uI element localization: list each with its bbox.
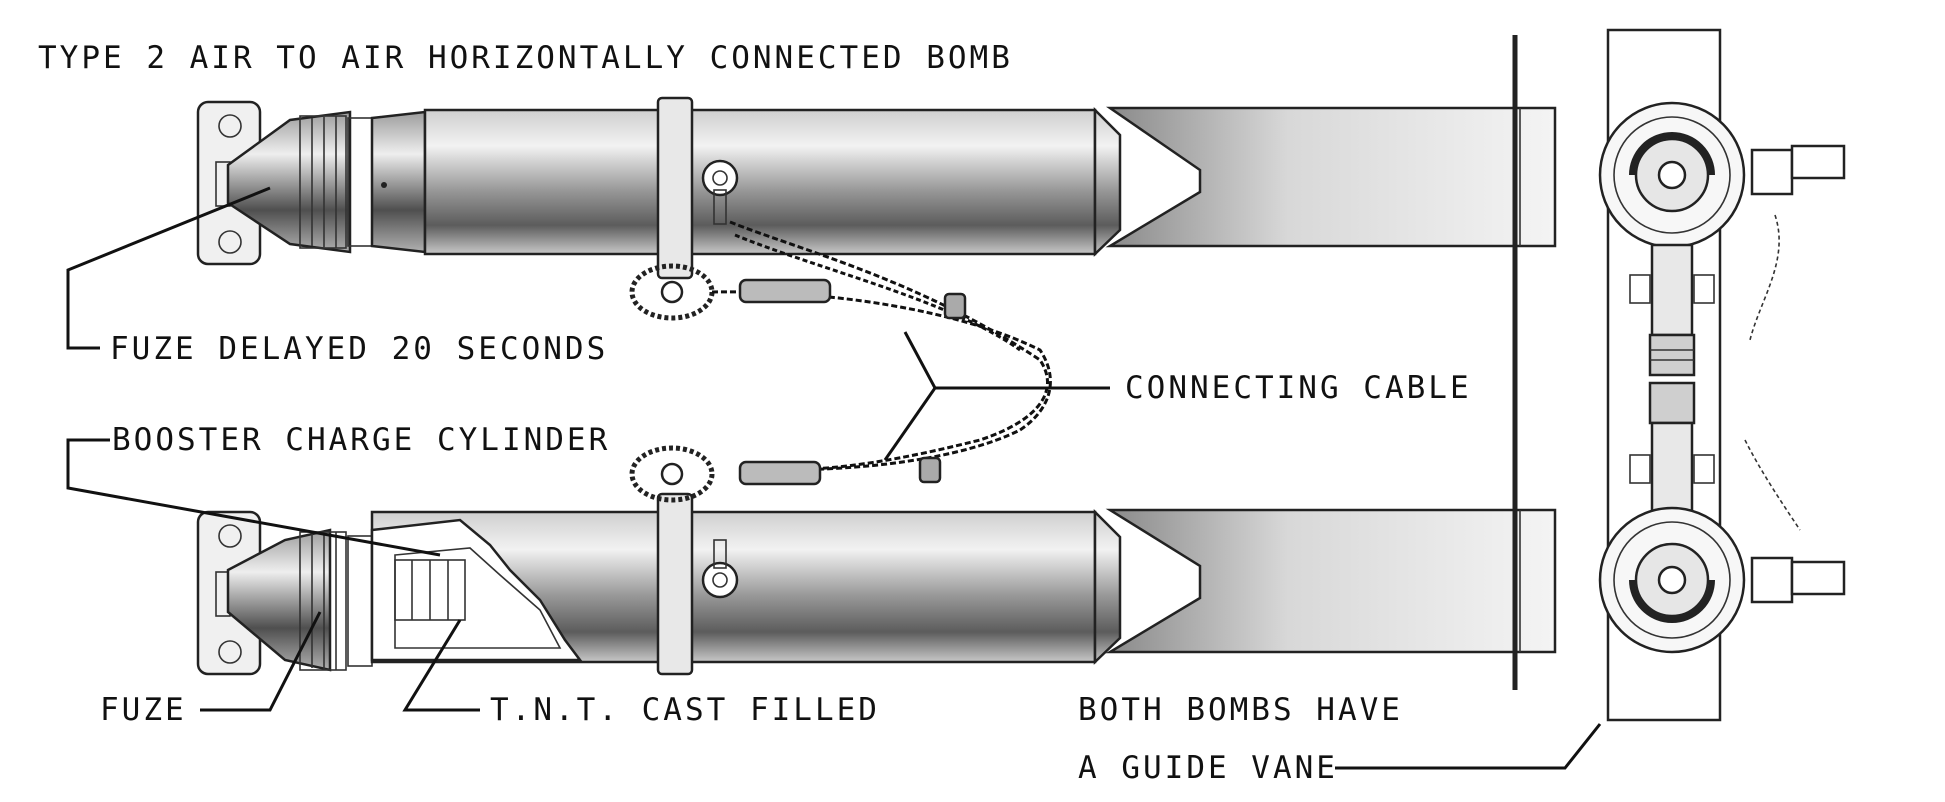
leader-fuze-delayed — [66, 186, 271, 350]
leader-tnt — [402, 619, 480, 712]
label-fuze: FUZE — [100, 692, 187, 728]
lower-band-clamp — [656, 492, 694, 676]
lower-cutaway — [370, 518, 583, 662]
end-view-upper-fuze — [1598, 101, 1846, 341]
cable-sleeve-upper — [738, 278, 832, 304]
label-guide-vane-line1: BOTH BOMBS HAVE — [1078, 692, 1403, 728]
end-view-lower-fuze — [1598, 421, 1846, 654]
label-connecting-cable: CONNECTING CABLE — [1125, 370, 1472, 406]
upper-band-clamp — [656, 96, 694, 280]
label-fuze-delayed: FUZE DELAYED 20 SECONDS — [110, 331, 608, 367]
upper-fuze-cone — [226, 110, 352, 254]
upper-mesh-band — [347, 117, 373, 247]
leader-lines — [66, 186, 1602, 770]
lower-eye-bolt — [701, 539, 739, 599]
leader-fuze — [200, 611, 322, 712]
leader-cable-lower — [883, 387, 937, 461]
label-tnt: T.N.T. CAST FILLED — [490, 692, 880, 728]
tnt-fill — [394, 547, 562, 649]
upper-tail-fin — [1105, 106, 1557, 248]
upper-eye-bolt — [701, 159, 739, 225]
cable-sleeve-lower — [738, 460, 822, 486]
lower-mesh-band — [347, 535, 373, 667]
upper-bomb — [196, 96, 1557, 280]
lower-bomb — [196, 492, 1557, 676]
leader-guide-vane — [1335, 723, 1602, 770]
connecting-cable — [629, 220, 1052, 503]
label-guide-vane-line2: A GUIDE VANE — [1078, 750, 1338, 786]
leader-booster — [66, 438, 441, 557]
lower-tail-fin — [1105, 508, 1557, 654]
end-view — [1512, 28, 1846, 722]
label-booster-charge: BOOSTER CHARGE CYLINDER — [112, 422, 610, 458]
diagram-title: TYPE 2 AIR TO AIR HORIZONTALLY CONNECTED… — [38, 40, 1013, 76]
